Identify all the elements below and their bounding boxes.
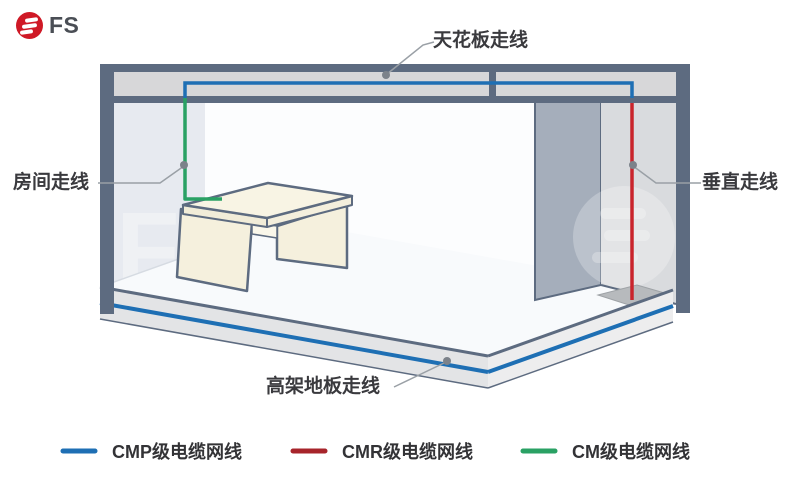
fs-logo-text: FS (49, 12, 80, 38)
legend-label-cmr: CMR级电缆网线 (342, 442, 473, 462)
cm-room-cable (183, 98, 222, 201)
cm-swatch-line (520, 448, 558, 454)
circle-watermark-icon (573, 186, 675, 288)
callout-leaders (98, 41, 701, 388)
legend-label-cmp: CMP级电缆网线 (112, 442, 242, 462)
callout-dots (180, 71, 637, 365)
legend: CMP级电缆网线 CMR级电缆网线 CM级电缆网线 (0, 438, 800, 468)
cmr-swatch-line (290, 448, 328, 454)
legend-label-cm: CM级电缆网线 (572, 442, 690, 462)
left-wall-post (100, 64, 114, 314)
legend-item-cm: CM级电缆网线 (520, 438, 690, 464)
desk (175, 181, 354, 293)
fs-logo: FS (16, 12, 79, 39)
vertical-routing-label: 垂直走线 (702, 172, 779, 193)
raised-floor-routing-label: 高架地板走线 (266, 376, 381, 397)
fs-logo-icon (16, 12, 43, 39)
cmp-floor-cable (99, 301, 674, 374)
cmp-swatch-line (60, 448, 98, 454)
legend-item-cmr: CMR级电缆网线 (290, 438, 473, 464)
room-routing-label: 房间走线 (13, 172, 90, 193)
right-wall-post (676, 64, 690, 313)
cmp-ceiling-cable (183, 81, 634, 98)
legend-item-cmp: CMP级电缆网线 (60, 438, 242, 464)
ceiling-routing-label: 天花板走线 (433, 30, 529, 51)
